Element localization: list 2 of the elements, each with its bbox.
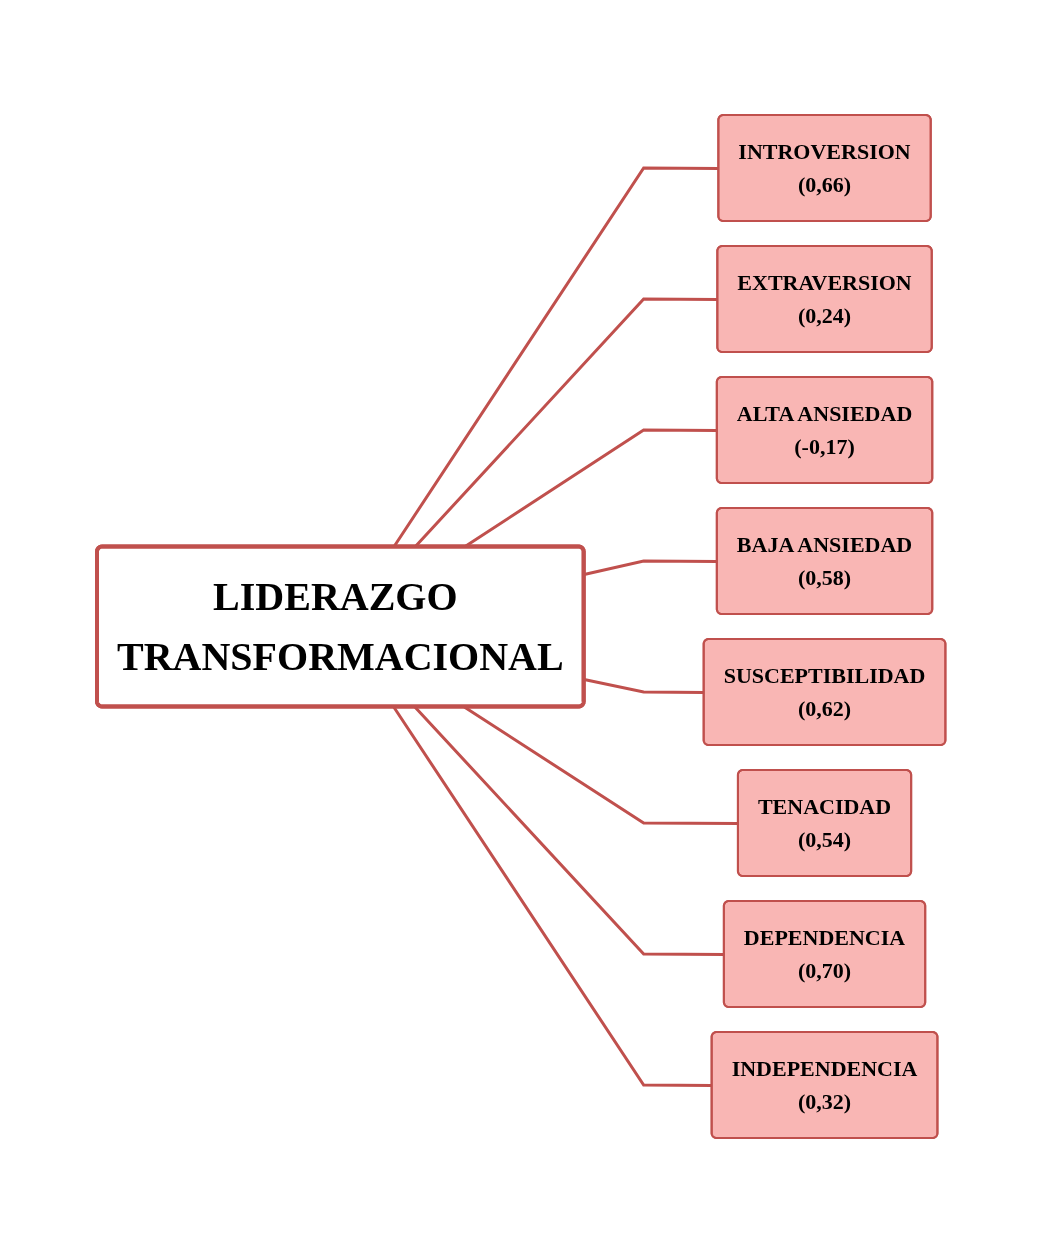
connector bbox=[414, 706, 725, 956]
connector bbox=[584, 559, 718, 576]
